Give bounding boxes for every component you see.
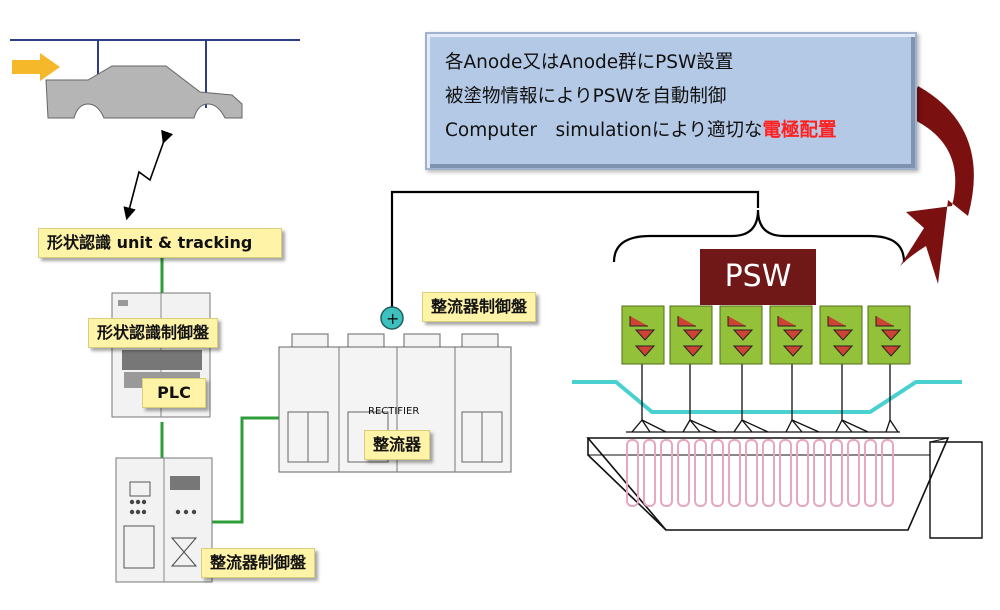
positive-terminal-symbol: + <box>386 309 399 328</box>
car-body-icon <box>45 65 243 119</box>
diode-switch-icon <box>819 305 863 365</box>
label-rectifier-panel-top: 整流器制御盤 <box>422 292 537 322</box>
label-rectifier: 整流器 <box>364 430 431 460</box>
psw-group-brace <box>612 209 906 263</box>
curved-arrow-icon <box>900 86 974 284</box>
anode-array <box>626 439 894 507</box>
rectifier-control-cabinet <box>115 457 213 583</box>
anode-wiring <box>626 364 900 433</box>
diode-switch-icon <box>719 305 763 365</box>
rectifier-unit <box>278 333 512 473</box>
diode-switch-icon <box>769 305 813 365</box>
signal-line-3 <box>210 416 279 524</box>
rectifier-nameplate: RECTIFIER <box>368 406 419 417</box>
lightning-signal-icon <box>123 129 174 221</box>
psw-box: PSW <box>700 249 816 305</box>
diode-switch-icon <box>867 305 911 365</box>
label-shape-recognition-panel: 形状認識制御盤 <box>88 318 219 348</box>
label-shape-recognition-unit: 形状認識 unit & tracking <box>38 228 282 258</box>
label-plc: PLC <box>142 378 206 408</box>
info-line-3: Computer simulationにより適切な電極配置 <box>445 114 897 148</box>
label-rectifier-panel-bottom: 整流器制御盤 <box>201 548 316 578</box>
dc-wire <box>390 190 760 308</box>
info-line-3-emphasis: 電極配置 <box>762 120 837 141</box>
electrodeposition-tank <box>586 437 983 539</box>
positive-terminal-icon <box>380 306 404 330</box>
diode-switch-icon <box>621 305 665 365</box>
liquid-level-line <box>572 380 962 414</box>
info-box: 各Anode又はAnode群にPSW設置 被塗物情報によりPSWを自動制御 Co… <box>425 32 917 170</box>
orange-arrow-icon <box>12 53 60 81</box>
info-line-1: 各Anode又はAnode群にPSW設置 <box>445 52 734 73</box>
info-line-2: 被塗物情報によりPSWを自動制御 <box>445 86 727 107</box>
info-line-3-text: Computer simulationにより適切な <box>445 120 763 141</box>
diode-switch-icon <box>669 305 713 365</box>
